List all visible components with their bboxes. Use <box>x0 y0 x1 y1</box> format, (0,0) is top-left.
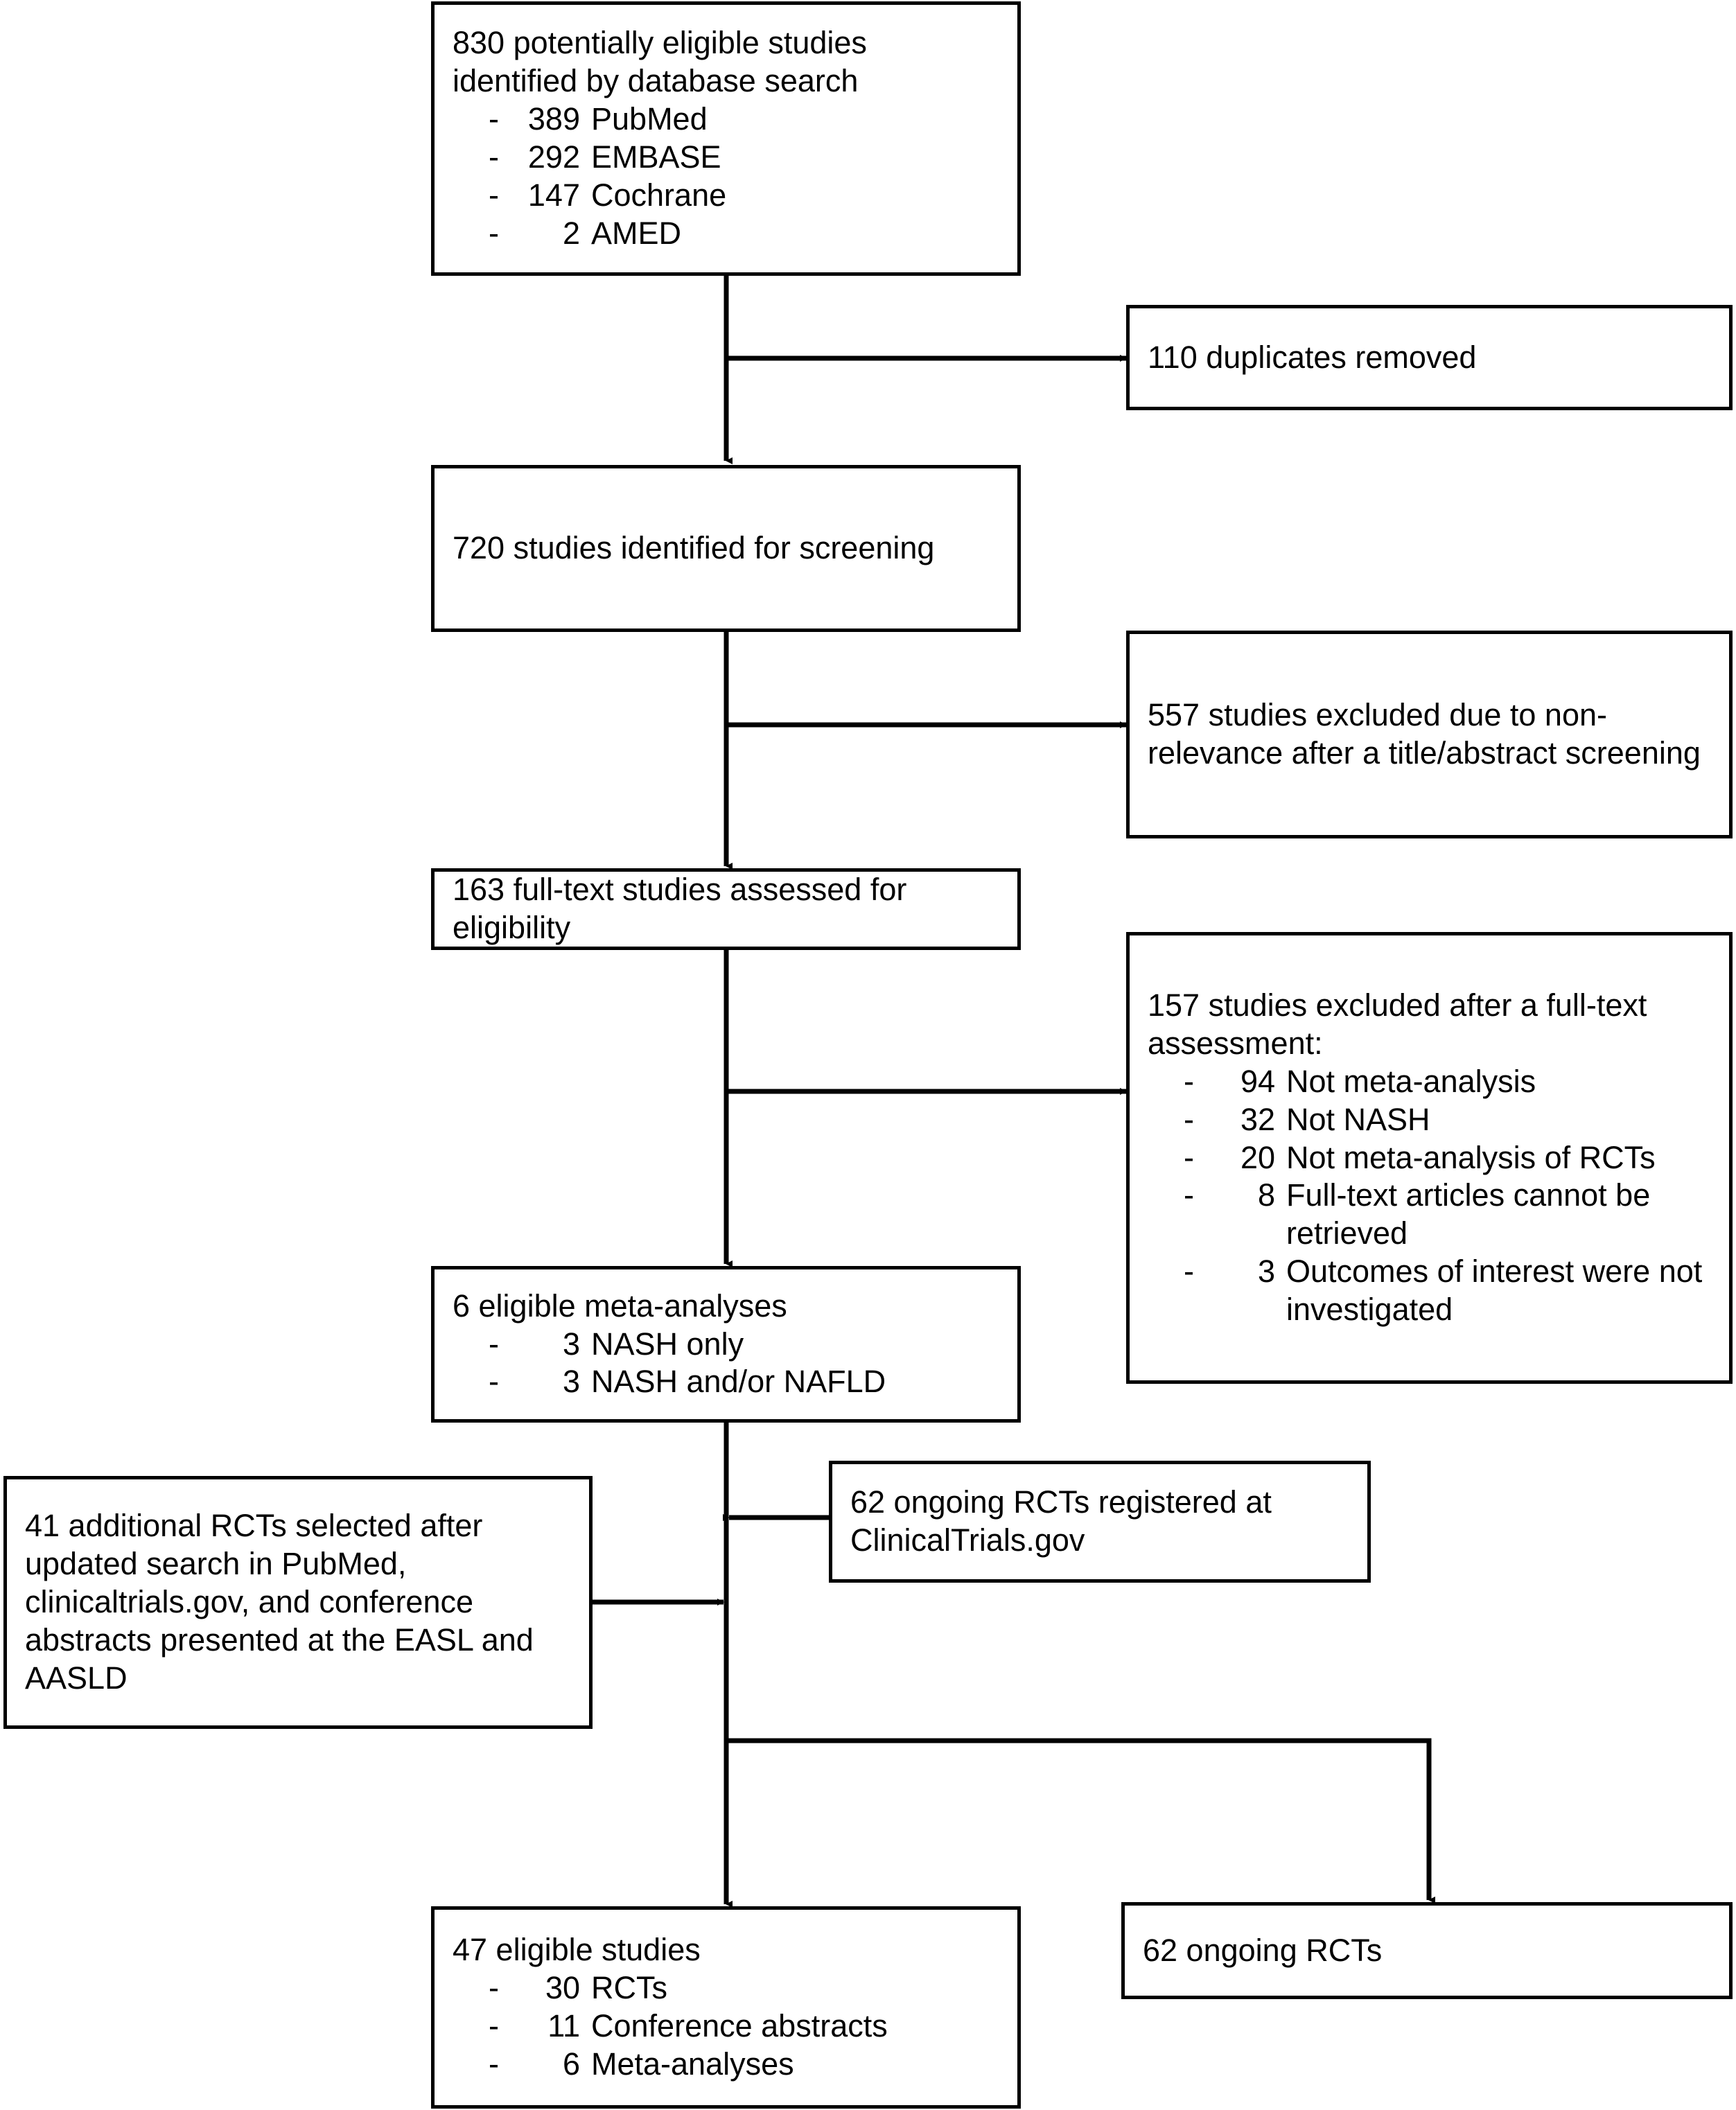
bullet-label: NASH only <box>591 1326 744 1362</box>
bullet-label: Meta-analyses <box>591 2046 794 2082</box>
bullet-dash: - <box>1184 1101 1194 1137</box>
bullet-label: RCTs <box>591 1970 667 2006</box>
bullet-count: 3 <box>1257 1254 1275 1290</box>
bullet-count: 3 <box>562 1364 580 1400</box>
node-duplicates-removed-head: 110 duplicates removed <box>1148 339 1477 375</box>
bullet-count: 3 <box>562 1326 580 1362</box>
bullet-dash: - <box>489 2008 499 2043</box>
node-excluded-title-abstract-head: 557 studies excluded due to non-relevanc… <box>1148 697 1701 771</box>
bullet-label: Outcomes of interest were not investigat… <box>1286 1254 1703 1328</box>
list-item: - 389 PubMed <box>453 100 999 139</box>
bullet-count: 11 <box>547 2008 580 2043</box>
list-item: - 30 RCTs <box>453 1969 999 2007</box>
bullet-count: 2 <box>562 215 580 251</box>
node-excluded-title-abstract: 557 studies excluded due to non-relevanc… <box>1126 631 1733 838</box>
node-ongoing-rcts: 62 ongoing RCTs <box>1121 1902 1733 1999</box>
bullet-label: PubMed <box>591 101 708 137</box>
node-eligible-meta-analyses-list: - 3 NASH only - 3 NASH and/or NAFLD <box>453 1326 999 1402</box>
bullet-label: Conference abstracts <box>591 2008 888 2043</box>
list-item: - 2 AMED <box>453 215 999 253</box>
bullet-label: Not meta-analysis <box>1286 1063 1536 1099</box>
bullet-dash: - <box>1184 1177 1194 1213</box>
bullet-count: 6 <box>562 2046 580 2082</box>
connector-main-to-ongoing-rcts <box>726 1738 1435 1904</box>
node-ongoing-rcts-head: 62 ongoing RCTs <box>1143 1932 1383 1968</box>
bullet-dash: - <box>489 2046 499 2082</box>
bullet-dash: - <box>489 139 499 175</box>
list-item: - 147 Cochrane <box>453 177 999 215</box>
list-item: - 8 Full-text articles cannot be retriev… <box>1148 1177 1711 1253</box>
bullet-dash: - <box>1184 1063 1194 1099</box>
node-ongoing-rcts-registered: 62 ongoing RCTs registered at ClinicalTr… <box>829 1461 1371 1583</box>
bullet-dash: - <box>1184 1139 1194 1175</box>
node-eligible-studies-head: 47 eligible studies <box>453 1932 701 1968</box>
bullet-count: 389 <box>527 101 580 137</box>
node-ongoing-rcts-registered-head: 62 ongoing RCTs registered at ClinicalTr… <box>850 1484 1272 1558</box>
list-item: - 3 NASH only <box>453 1326 999 1364</box>
node-duplicates-removed: 110 duplicates removed <box>1126 305 1733 410</box>
bullet-dash: - <box>489 177 499 213</box>
bullet-count: 32 <box>1240 1101 1275 1137</box>
node-eligible-studies-list: - 30 RCTs - 11 Conference abstracts - 6 … <box>453 1969 999 2084</box>
node-excluded-fulltext: 157 studies excluded after a full-text a… <box>1126 932 1733 1384</box>
bullet-label: Full-text articles cannot be retrieved <box>1286 1177 1651 1251</box>
node-identified-studies: 830 potentially eligible studies identif… <box>431 1 1021 276</box>
bullet-count: 30 <box>545 1970 580 2006</box>
list-item: - 292 EMBASE <box>453 139 999 177</box>
bullet-label: AMED <box>591 215 682 251</box>
bullet-dash: - <box>489 101 499 137</box>
bullet-label: Cochrane <box>591 177 727 213</box>
bullet-count: 20 <box>1240 1139 1275 1175</box>
node-identified-studies-head: 830 potentially eligible studies identif… <box>453 25 867 99</box>
list-item: - 11 Conference abstracts <box>453 2007 999 2046</box>
node-fulltext-assessed-head: 163 full-text studies assessed for eligi… <box>453 872 907 945</box>
bullet-count: 94 <box>1240 1063 1275 1099</box>
bullet-dash: - <box>489 1364 499 1400</box>
node-studies-for-screening: 720 studies identified for screening <box>431 465 1021 632</box>
node-eligible-studies: 47 eligible studies - 30 RCTs - 11 Confe… <box>431 1906 1021 2109</box>
bullet-dash: - <box>489 215 499 251</box>
bullet-label: EMBASE <box>591 139 721 175</box>
list-item: - 20 Not meta-analysis of RCTs <box>1148 1139 1711 1177</box>
list-item: - 6 Meta-analyses <box>453 2046 999 2084</box>
node-studies-for-screening-head: 720 studies identified for screening <box>453 530 935 566</box>
node-additional-rcts: 41 additional RCTs selected after update… <box>3 1476 593 1729</box>
list-item: - 94 Not meta-analysis <box>1148 1063 1711 1101</box>
bullet-label: NASH and/or NAFLD <box>591 1364 886 1400</box>
node-excluded-fulltext-list: - 94 Not meta-analysis - 32 Not NASH - 2… <box>1148 1063 1711 1329</box>
node-eligible-meta-analyses: 6 eligible meta-analyses - 3 NASH only -… <box>431 1266 1021 1423</box>
bullet-dash: - <box>489 1970 499 2006</box>
node-excluded-fulltext-head: 157 studies excluded after a full-text a… <box>1148 987 1647 1061</box>
node-fulltext-assessed: 163 full-text studies assessed for eligi… <box>431 868 1021 950</box>
bullet-count: 8 <box>1257 1177 1275 1213</box>
bullet-dash: - <box>489 1326 499 1362</box>
bullet-count: 292 <box>527 139 580 175</box>
node-identified-studies-list: - 389 PubMed - 292 EMBASE - 147 Cochrane… <box>453 100 999 253</box>
list-item: - 32 Not NASH <box>1148 1101 1711 1139</box>
bullet-label: Not meta-analysis of RCTs <box>1286 1139 1656 1175</box>
node-additional-rcts-head: 41 additional RCTs selected after update… <box>25 1508 534 1696</box>
bullet-count: 147 <box>527 177 580 213</box>
node-eligible-meta-analyses-head: 6 eligible meta-analyses <box>453 1287 787 1324</box>
list-item: - 3 NASH and/or NAFLD <box>453 1363 999 1401</box>
bullet-label: Not NASH <box>1286 1101 1430 1137</box>
list-item: - 3 Outcomes of interest were not invest… <box>1148 1253 1711 1329</box>
bullet-dash: - <box>1184 1254 1194 1290</box>
